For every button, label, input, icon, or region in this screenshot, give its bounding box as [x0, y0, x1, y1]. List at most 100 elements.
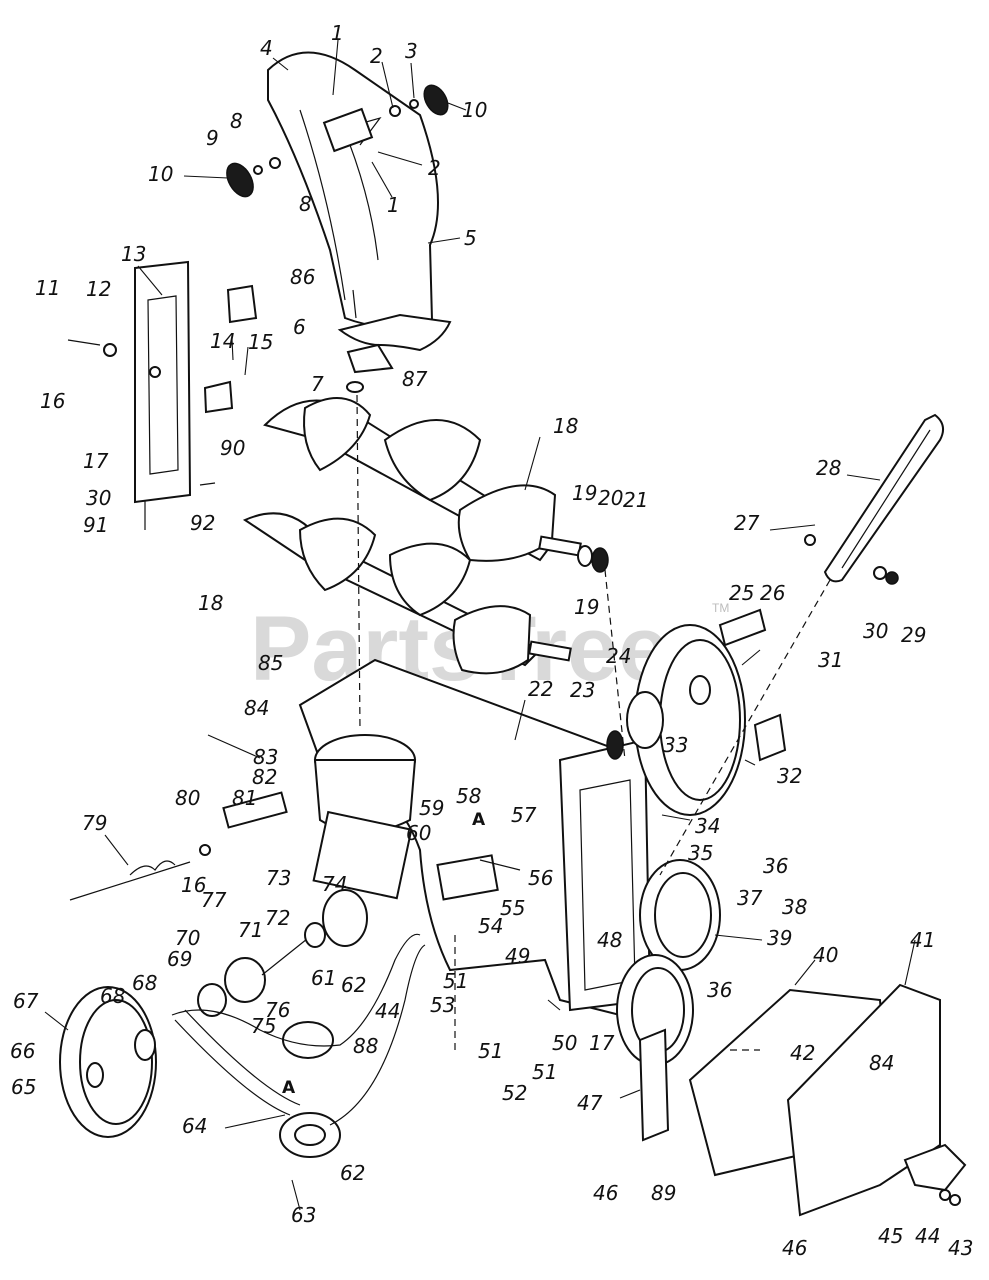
callout-75: 75 — [251, 1014, 276, 1038]
callout-48: 48 — [597, 928, 622, 952]
callout-91: 91 — [83, 513, 108, 537]
callout-68: 68 — [100, 984, 125, 1008]
callout-84: 84 — [244, 696, 269, 720]
callout-62: 62 — [340, 1161, 365, 1185]
callout-23: 23 — [570, 678, 595, 702]
callout-65: 65 — [11, 1075, 36, 1099]
callout-73: 73 — [266, 866, 291, 890]
callout-17: 17 — [83, 449, 109, 473]
detail-marker-a: A — [472, 810, 486, 830]
callout-84: 84 — [869, 1051, 894, 1075]
callout-21: 21 — [623, 488, 648, 512]
callout-28: 28 — [816, 456, 841, 480]
callout-80: 80 — [175, 786, 200, 810]
callout-38: 38 — [782, 895, 807, 919]
drive-pulleys — [606, 608, 787, 1066]
callout-18: 18 — [553, 414, 578, 438]
callout-85: 85 — [258, 651, 283, 675]
callout-1: 1 — [387, 193, 400, 217]
callout-27: 27 — [734, 511, 760, 535]
leader-lines — [44, 39, 916, 1211]
callout-34: 34 — [695, 814, 720, 838]
callout-67: 67 — [13, 989, 39, 1013]
callout-49: 49 — [505, 944, 530, 968]
callout-44: 44 — [915, 1224, 940, 1248]
callout-labels: 1 1 2 2 3 4 5 6 7 8 8 9 10 10 11 12 13 1… — [10, 21, 973, 1260]
augers — [242, 397, 609, 675]
chute-assembly — [226, 51, 452, 393]
callout-8: 8 — [299, 192, 312, 216]
callout-68: 68 — [132, 971, 157, 995]
callout-54: 54 — [478, 914, 503, 938]
callout-14: 14 — [210, 329, 235, 353]
callout-46: 46 — [782, 1236, 807, 1260]
callout-16: 16 — [181, 873, 206, 897]
callout-19: 19 — [572, 481, 597, 505]
callout-82: 82 — [252, 765, 277, 789]
callout-50: 50 — [552, 1031, 577, 1055]
callout-86: 86 — [290, 265, 315, 289]
callout-37: 37 — [737, 886, 763, 910]
chute-handle — [804, 413, 945, 585]
callout-39: 39 — [767, 926, 792, 950]
callout-10: 10 — [148, 162, 173, 186]
callout-36: 36 — [707, 978, 732, 1002]
callout-88: 88 — [353, 1034, 378, 1058]
callout-2: 2 — [370, 44, 383, 68]
detail-marker-a: A — [282, 1078, 296, 1098]
callout-59: 59 — [419, 796, 444, 820]
callout-61: 61 — [311, 966, 336, 990]
callout-42: 42 — [790, 1041, 815, 1065]
callout-51: 51 — [478, 1039, 503, 1063]
callout-35: 35 — [688, 841, 713, 865]
callout-63: 63 — [291, 1203, 316, 1227]
callout-51: 51 — [443, 969, 468, 993]
watermark-tm: TM — [712, 601, 729, 615]
callout-70: 70 — [175, 926, 200, 950]
callout-25: 25 — [729, 581, 754, 605]
auger-housing — [298, 658, 652, 1022]
callout-51: 51 — [532, 1060, 557, 1084]
callout-13: 13 — [121, 242, 146, 266]
callout-55: 55 — [500, 896, 525, 920]
callout-90: 90 — [220, 436, 245, 460]
callout-29: 29 — [901, 623, 926, 647]
callout-11: 11 — [35, 276, 60, 300]
callout-18: 18 — [198, 591, 223, 615]
callout-30: 30 — [863, 619, 888, 643]
callout-40: 40 — [813, 943, 838, 967]
callout-81: 81 — [232, 786, 257, 810]
callout-44: 44 — [375, 999, 400, 1023]
callout-33: 33 — [663, 733, 688, 757]
callout-2: 2 — [428, 156, 441, 180]
callout-17: 17 — [589, 1031, 615, 1055]
callout-62: 62 — [341, 973, 366, 997]
callout-72: 72 — [265, 906, 290, 930]
callout-8: 8 — [230, 109, 243, 133]
callout-15: 15 — [248, 330, 273, 354]
callout-46: 46 — [593, 1181, 618, 1205]
callout-9: 9 — [206, 126, 219, 150]
callout-92: 92 — [190, 511, 215, 535]
callout-32: 32 — [777, 764, 802, 788]
callout-74: 74 — [322, 872, 347, 896]
callout-20: 20 — [598, 486, 623, 510]
callout-31: 31 — [818, 648, 843, 672]
callout-30: 30 — [86, 486, 111, 510]
callout-69: 69 — [167, 947, 192, 971]
callout-79: 79 — [82, 811, 107, 835]
callout-10: 10 — [462, 98, 487, 122]
callout-19: 19 — [574, 595, 599, 619]
belt-covers — [638, 983, 967, 1217]
callout-76: 76 — [265, 998, 290, 1022]
callout-7: 7 — [311, 372, 324, 396]
callout-45: 45 — [878, 1224, 903, 1248]
callout-60: 60 — [406, 821, 431, 845]
left-side-plate — [67, 260, 258, 530]
callout-41: 41 — [910, 928, 935, 952]
callout-89: 89 — [651, 1181, 676, 1205]
callout-58: 58 — [456, 784, 481, 808]
callout-77: 77 — [201, 888, 227, 912]
callout-53: 53 — [430, 993, 455, 1017]
